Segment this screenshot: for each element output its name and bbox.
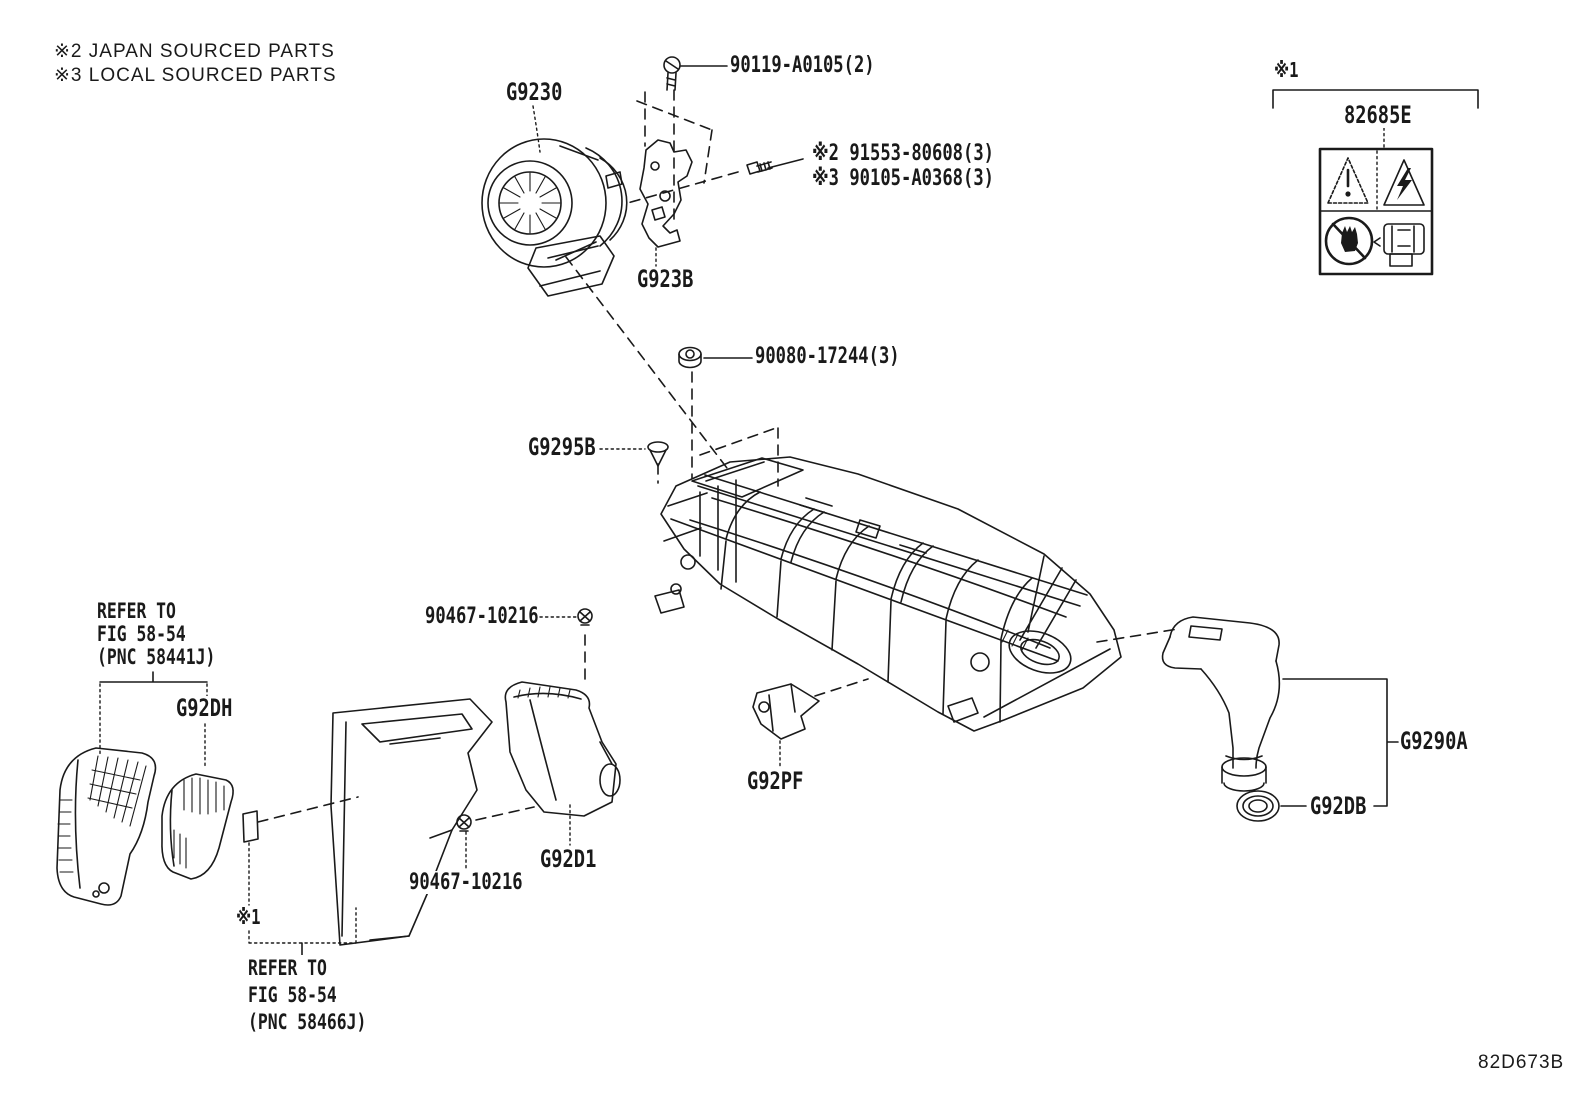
- grommet-g92db-drawing: [1236, 790, 1280, 822]
- refer-bottom-line1: REFER TO: [248, 956, 327, 980]
- assembly-dashed-lines: [257, 89, 1179, 823]
- callout-g92db: G92DB: [1310, 792, 1367, 820]
- legend-local-sourced: ※3 LOCAL SOURCED PARTS: [54, 65, 337, 86]
- callout-screw-90119: 90119-A0105(2): [730, 53, 875, 78]
- callout-g9230: G9230: [506, 78, 563, 106]
- note1-marker-top: ※1: [1274, 58, 1299, 82]
- callout-g92pf: G92PF: [747, 767, 804, 795]
- duct-grille-left-drawing: [56, 747, 157, 906]
- high-voltage-triangle-icon: [1383, 159, 1425, 206]
- duct-g9290a-drawing: [1161, 616, 1281, 792]
- refer-top-line2: FIG 58-54: [97, 622, 186, 646]
- bracket-g923b-drawing: [639, 139, 693, 248]
- leader-lines: [99, 65, 1479, 957]
- bolt-91553-icon: [746, 161, 773, 175]
- grommet-g9295b-icon: [647, 441, 669, 467]
- hv-battery-assembly-drawing: [654, 456, 1122, 732]
- legend-japan-sourced: ※2 JAPAN SOURCED PARTS: [54, 41, 335, 62]
- refer-bottom-line3: (PNC 58466J): [248, 1010, 367, 1034]
- caution-triangle-icon: [1327, 157, 1369, 204]
- warning-label-82685e-drawing: [1318, 147, 1434, 276]
- callout-g9290a: G9290A: [1400, 727, 1468, 755]
- callout-82685e: 82685E: [1344, 101, 1412, 129]
- dotted-leader-lines: [99, 105, 1385, 944]
- refer-bottom-line2: FIG 58-54: [248, 983, 337, 1007]
- battery-unit-icon: [1373, 223, 1425, 267]
- callout-g923b: G923B: [637, 265, 694, 293]
- callout-g92d1: G92D1: [540, 845, 597, 873]
- duct-g92d1-drawing: [504, 681, 621, 817]
- blower-motor-g9230-drawing: [481, 138, 628, 297]
- callout-g92dh: G92DH: [176, 694, 233, 722]
- callout-bolt-japan: ※2 91553-80608(3): [812, 141, 994, 166]
- callout-g9295b: G9295B: [528, 433, 596, 461]
- side-panel-drawing: [330, 698, 493, 946]
- callout-bolt-local: ※3 90105-A0368(3): [812, 166, 994, 191]
- refer-top-line3: (PNC 58441J): [97, 645, 216, 669]
- nut-90080-icon: [678, 346, 702, 369]
- duct-grille-right-drawing: [161, 773, 234, 880]
- refer-top-line1: REFER TO: [97, 599, 176, 623]
- note1-marker-bottom: ※1: [236, 905, 261, 929]
- clip-90467-top-icon: [577, 608, 593, 626]
- screw-90119-icon: [663, 56, 681, 91]
- callout-nut-90080: 90080-17244(3): [755, 344, 900, 369]
- no-touch-icon: [1324, 216, 1374, 266]
- bracket-g92pf-drawing: [752, 683, 820, 740]
- refer-note-bottom: REFER TO FIG 58-54 (PNC 58466J): [248, 955, 367, 1036]
- callout-clip-top: 90467-10216: [425, 604, 539, 629]
- panel-chip-drawing: [242, 810, 259, 843]
- callout-clip-bottom: 90467-10216: [409, 870, 523, 895]
- refer-note-top: REFER TO FIG 58-54 (PNC 58441J): [97, 599, 216, 669]
- diagram-code: 82D673B: [1478, 1052, 1565, 1073]
